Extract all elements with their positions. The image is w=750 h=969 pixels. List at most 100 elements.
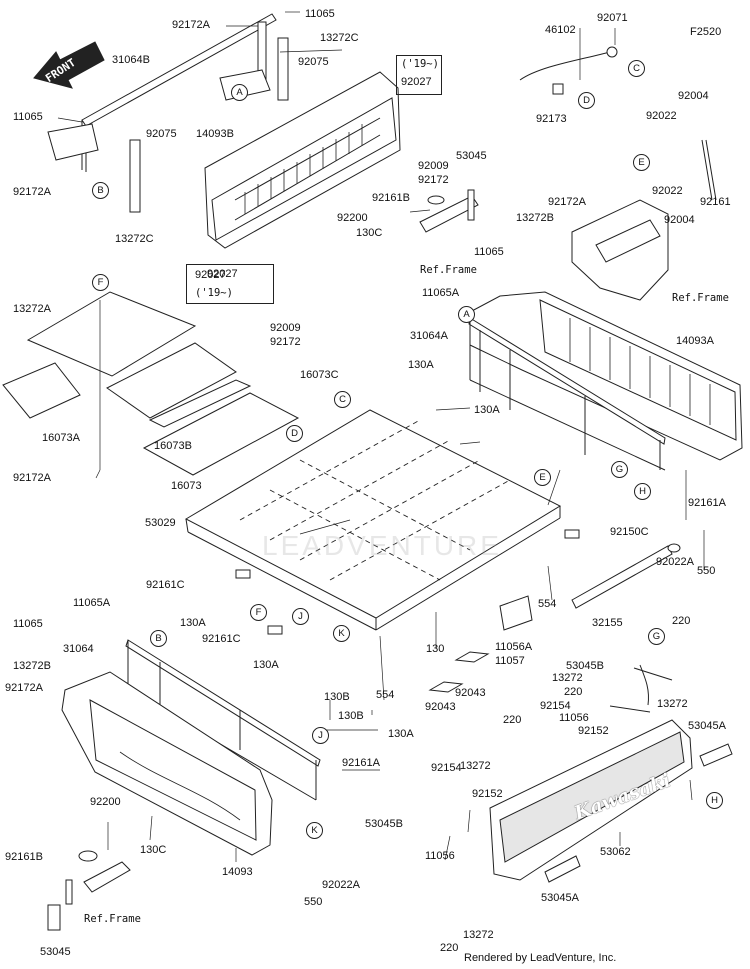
part-label: 11065 [13, 111, 43, 123]
callout-k: K [333, 625, 350, 642]
part-label: 13272B [13, 660, 51, 672]
part-label: 13272C [115, 233, 154, 245]
callout-b: B [150, 630, 167, 647]
diagram-code: F2520 [690, 26, 722, 38]
revision-box-1-line1: ('19~) [401, 58, 439, 70]
part-label: 92172A [13, 186, 51, 198]
part-label: 16073A [42, 432, 80, 444]
part-label: 14093B [196, 128, 234, 140]
part-label: 53045A [541, 892, 579, 904]
credit-text: Rendered by LeadVenture, Inc. [464, 952, 617, 964]
part-label: 92009 [418, 160, 449, 172]
part-label: 130A [253, 659, 279, 671]
callout-a: A [231, 84, 248, 101]
part-label: 92172 [418, 174, 449, 186]
shaft-32155 [571, 543, 681, 609]
side-panel-14093A [469, 291, 743, 461]
part-label: 92172A [5, 682, 43, 694]
callout-g: G [611, 461, 628, 478]
part-label: 550 [304, 896, 323, 908]
part-label: 92200 [90, 796, 121, 808]
part-label: 92161C [146, 579, 185, 591]
part-label: 13272 [657, 698, 688, 710]
leader-lines [57, 11, 705, 862]
callout-e: E [633, 154, 650, 171]
part-label: 11056A [495, 641, 533, 653]
part-label: 92027 [207, 268, 238, 280]
part-label: 31064A [410, 330, 448, 342]
part-label: 92154 [540, 700, 571, 712]
part-label: 92172A [172, 19, 210, 31]
part-label: 92152 [472, 788, 503, 800]
part-label: 92173 [536, 113, 567, 125]
part-label: 14093 [222, 866, 253, 878]
callout-d: D [286, 425, 303, 442]
part-label: 11057 [495, 655, 525, 667]
part-label: 92172 [270, 336, 301, 348]
part-label: 92043 [455, 687, 486, 699]
tailgate-53062 [489, 719, 733, 883]
part-label: 92161B [5, 851, 43, 863]
part-label: 130B [338, 710, 364, 722]
part-label: 130C [356, 227, 383, 239]
part-label: 130 [426, 643, 445, 655]
part-label: 92161A [342, 757, 380, 769]
part-label: Ref.Frame [420, 264, 477, 276]
part-label: 92161B [372, 192, 410, 204]
part-label: 16073B [154, 440, 192, 452]
rear-panel-14093B [204, 71, 401, 249]
part-label: 13272C [320, 32, 359, 44]
part-label: 92200 [337, 212, 368, 224]
part-label: 13272 [463, 929, 494, 941]
cable-46102 [519, 46, 618, 95]
part-label: 92161A [688, 497, 726, 509]
part-label: Ref.Frame [672, 292, 729, 304]
part-label: 13272B [516, 212, 554, 224]
part-label: 11065A [422, 287, 460, 299]
part-label: 220 [503, 714, 522, 726]
part-label: 92161C [202, 633, 241, 645]
callout-k: K [306, 822, 323, 839]
part-label: 11056 [425, 850, 455, 862]
revision-box-2-line1: 92027 [195, 269, 226, 281]
part-label: 14093A [676, 335, 714, 347]
right-hinge-bracket [571, 199, 669, 301]
callout-j: J [292, 608, 309, 625]
callout-g: G [648, 628, 665, 645]
part-label: 554 [376, 689, 395, 701]
part-label: 554 [538, 598, 557, 610]
part-label: 11065A [73, 597, 111, 609]
part-label: 92172A [548, 196, 586, 208]
part-label: 92022 [652, 185, 683, 197]
part-label: 31064 [63, 643, 94, 655]
part-label: 92075 [146, 128, 177, 140]
part-label: 53045 [40, 946, 71, 958]
part-label: 220 [440, 942, 459, 954]
part-label: 92154 [431, 762, 462, 774]
callout-c: C [334, 391, 351, 408]
part-label: 53045A [688, 720, 726, 732]
part-label: 92071 [597, 12, 628, 24]
part-label: 53062 [600, 846, 631, 858]
part-label: 53045 [456, 150, 487, 162]
part-label: 130A [474, 404, 500, 416]
latch-assembly-left [47, 850, 131, 931]
revision-box-2-line2: ('19~) [195, 287, 233, 299]
part-label: 92043 [425, 701, 456, 713]
part-label: 32155 [592, 617, 623, 629]
part-label: 130B [324, 691, 350, 703]
pin-92161 [701, 139, 717, 201]
revision-box-2: 92027 ('19~) [186, 264, 274, 304]
rear-bar-31064B [47, 13, 289, 213]
pins-92043 [428, 651, 490, 693]
part-label: 11056 [559, 712, 589, 724]
revision-box-1-line2: 92027 [401, 76, 432, 88]
side-panel-14093 [61, 671, 273, 856]
part-label: 16073 [171, 480, 202, 492]
part-label: 13272 [460, 760, 491, 772]
latch-bracket [419, 189, 479, 233]
part-label: 130A [180, 617, 206, 629]
part-label: 11065 [305, 8, 335, 20]
